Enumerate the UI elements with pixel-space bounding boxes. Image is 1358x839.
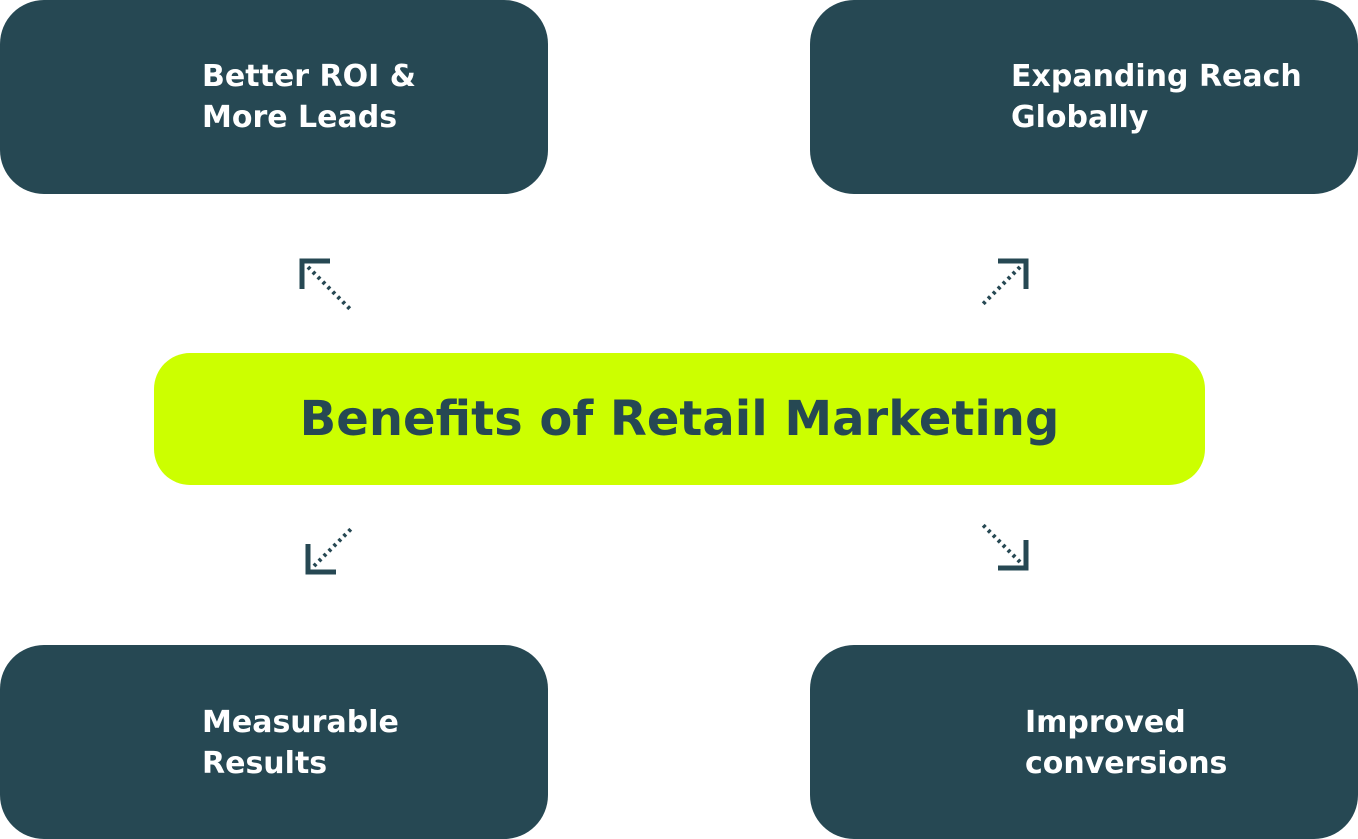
benefit-box-roi-leads: Better ROI & More Leads <box>0 0 548 194</box>
arrow-down-left-graphic <box>305 526 354 575</box>
arrow-down-right-graphic <box>980 522 1029 571</box>
benefit-label-line: Better ROI & <box>202 59 416 94</box>
benefit-box-measurable-results: Measurable Results <box>0 645 548 839</box>
benefit-label-improved-conversions: Improved conversions <box>1025 702 1227 784</box>
benefit-label-global-reach: Expanding Reach Globally <box>1011 56 1302 138</box>
benefit-label-roi-leads: Better ROI & More Leads <box>202 56 416 138</box>
benefit-label-line: Expanding Reach <box>1011 59 1302 94</box>
arrow-up-right-graphic <box>980 258 1029 307</box>
benefit-label-line: Globally <box>1011 100 1149 135</box>
benefit-label-line: More Leads <box>202 100 398 135</box>
arrow-down-left-icon <box>300 520 360 580</box>
arrow-up-right-icon <box>972 255 1032 315</box>
diagram-title: Benefits of Retail Marketing <box>299 391 1060 447</box>
benefit-label-line: conversions <box>1025 746 1228 781</box>
benefit-label-line: Measurable <box>202 705 399 740</box>
benefit-box-improved-conversions: Improved conversions <box>810 645 1358 839</box>
benefit-label-measurable-results: Measurable Results <box>202 702 399 784</box>
center-topic-pill: Benefits of Retail Marketing <box>154 353 1205 485</box>
benefit-label-line: Improved <box>1025 705 1186 740</box>
arrow-up-left-graphic <box>299 258 352 311</box>
benefit-label-line: Results <box>202 746 328 781</box>
benefit-box-global-reach: Expanding Reach Globally <box>810 0 1358 194</box>
arrow-down-right-icon <box>972 516 1032 576</box>
arrow-up-left-icon <box>296 255 356 315</box>
